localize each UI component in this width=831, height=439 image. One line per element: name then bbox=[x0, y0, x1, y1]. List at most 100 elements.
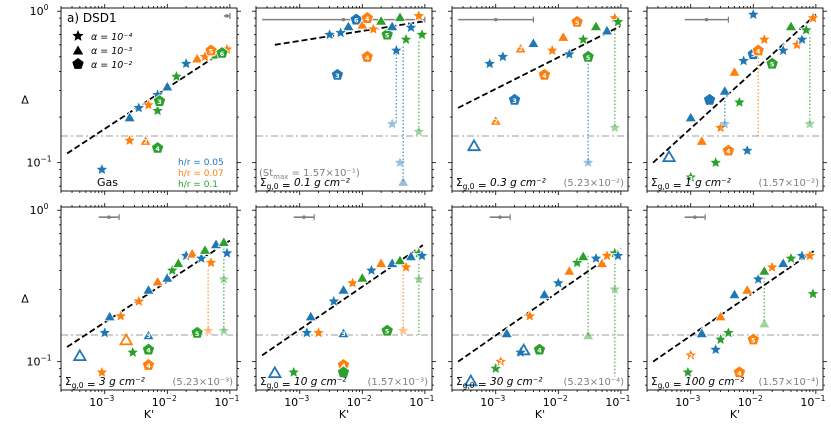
x-tick-label: 10−3 bbox=[675, 394, 700, 409]
panel-note: (1.57×10⁻³) bbox=[368, 377, 429, 388]
y-axis-label: Δ bbox=[21, 293, 29, 306]
point-label: 5 bbox=[209, 48, 214, 56]
data-point bbox=[482, 56, 497, 70]
data-point bbox=[411, 8, 426, 23]
data-point bbox=[304, 310, 318, 322]
data-point bbox=[398, 259, 414, 274]
data-point bbox=[728, 288, 741, 300]
data-point bbox=[802, 248, 817, 262]
data-point bbox=[721, 143, 736, 157]
point-label: 5 bbox=[575, 19, 580, 27]
point-label: 3 bbox=[688, 174, 693, 182]
x-tick-label: 10−2 bbox=[738, 394, 763, 409]
panel-frame bbox=[451, 206, 629, 391]
data-point bbox=[538, 288, 551, 300]
data-point bbox=[776, 256, 790, 268]
data-point bbox=[389, 42, 404, 57]
data-point bbox=[337, 283, 350, 295]
data-point bbox=[123, 111, 136, 123]
data-point bbox=[385, 20, 399, 32]
point-label: 3 bbox=[157, 98, 162, 106]
data-point bbox=[190, 52, 204, 64]
data-point bbox=[507, 92, 522, 106]
data-point bbox=[537, 67, 552, 81]
panel-frame bbox=[646, 7, 824, 192]
data-point bbox=[122, 132, 137, 147]
data-point bbox=[732, 365, 747, 379]
data-point bbox=[695, 134, 709, 146]
errorbar-point bbox=[493, 17, 498, 22]
panel-frame bbox=[255, 206, 433, 391]
point-label: 4 bbox=[146, 347, 151, 355]
data-point bbox=[190, 325, 204, 339]
errorbar-point bbox=[341, 17, 346, 22]
point-label: 4 bbox=[365, 15, 370, 23]
point-label: 3 bbox=[341, 330, 346, 338]
data-point bbox=[466, 138, 482, 152]
data-point bbox=[364, 262, 379, 277]
data-point bbox=[798, 22, 814, 37]
x-tick-label: 10−2 bbox=[543, 394, 568, 409]
data-point bbox=[125, 344, 140, 359]
data-point bbox=[118, 332, 134, 346]
data-point bbox=[751, 43, 765, 57]
data-point bbox=[141, 97, 156, 112]
data-point bbox=[463, 373, 479, 387]
data-point bbox=[380, 27, 394, 41]
data-point bbox=[396, 175, 410, 187]
data-point bbox=[97, 325, 112, 339]
data-point bbox=[717, 116, 732, 131]
data-point bbox=[562, 46, 577, 61]
data-point bbox=[794, 31, 810, 46]
data-point bbox=[374, 256, 388, 268]
data-point bbox=[581, 329, 595, 341]
data-point bbox=[216, 271, 231, 286]
data-point bbox=[356, 271, 369, 283]
data-point bbox=[411, 124, 426, 138]
data-point bbox=[185, 247, 199, 259]
data-point bbox=[336, 365, 351, 379]
point-label: 5 bbox=[385, 32, 390, 40]
data-point bbox=[322, 27, 337, 41]
data-point bbox=[493, 354, 508, 368]
data-point bbox=[217, 235, 231, 247]
data-point bbox=[393, 10, 407, 22]
data-point bbox=[267, 365, 283, 379]
alpha-legend: α = 10⁻⁴α = 10⁻³α = 10⁻² bbox=[72, 30, 132, 71]
point-label: 2 bbox=[518, 45, 523, 53]
panel-frame bbox=[60, 7, 238, 192]
sigma-label: Σg,0 = 0.3 g cm⁻² bbox=[456, 177, 547, 192]
sigma-label: Σg,0 = 30 g cm⁻² bbox=[456, 376, 543, 391]
panel-label: Gas bbox=[97, 176, 118, 189]
panel-note: (1.57×10⁻²) bbox=[759, 178, 820, 189]
point-label: 2 bbox=[498, 359, 503, 367]
data-point bbox=[610, 14, 626, 29]
sigma-label: Σg,0 = 1 g cm⁻² bbox=[651, 177, 732, 192]
errorbar-point bbox=[107, 215, 111, 219]
data-point bbox=[337, 326, 350, 339]
data-point bbox=[527, 36, 540, 48]
fit-line bbox=[66, 46, 231, 155]
data-point bbox=[103, 310, 116, 322]
panel-frame bbox=[646, 206, 824, 391]
x-axis-label: K' bbox=[339, 408, 349, 421]
data-point bbox=[758, 264, 771, 276]
data-point bbox=[713, 120, 728, 134]
point-label: 2 bbox=[143, 138, 148, 146]
data-point bbox=[398, 31, 414, 46]
alpha-legend-label: α = 10⁻² bbox=[91, 60, 132, 71]
data-point bbox=[172, 256, 185, 268]
data-point bbox=[311, 325, 326, 339]
data-point bbox=[545, 42, 560, 57]
panel-6: 10−310−210−1435Σg,0 = 10 g cm⁻²(1.57×10⁻… bbox=[252, 203, 436, 421]
data-point bbox=[411, 271, 426, 286]
x-tick-label: 10−2 bbox=[347, 394, 372, 409]
errorbar-point bbox=[302, 215, 306, 219]
data-point bbox=[342, 20, 355, 32]
fit-line bbox=[274, 20, 426, 46]
data-point bbox=[775, 42, 791, 57]
data-point bbox=[94, 162, 110, 176]
